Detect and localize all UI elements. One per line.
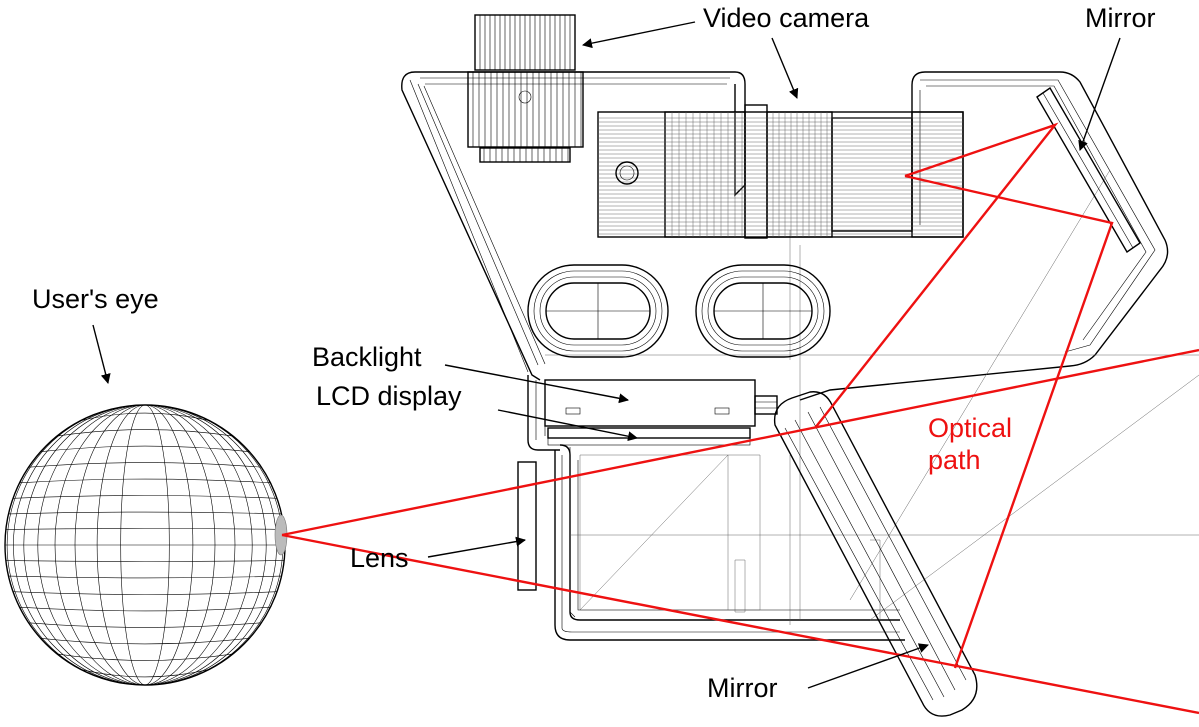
optical-path [281, 122, 1199, 715]
eye-latitude [40, 445, 250, 452]
label-backlight: Backlight [312, 342, 422, 372]
label-users-eye: User's eye [32, 284, 159, 314]
label-optical-path-line1: Optical [928, 413, 1012, 443]
eye-latitude [19, 606, 271, 612]
eye-latitude [8, 511, 282, 515]
oval-window-left [527, 264, 669, 358]
eye-latitude [80, 412, 210, 421]
lens-unit-top [467, 14, 584, 163]
lcd-display-panel [547, 427, 751, 446]
eye-latitude [28, 462, 262, 468]
arrow-video-camera-body [771, 37, 799, 99]
eye-latitude [5, 528, 285, 530]
arrow-lcd-display [497, 409, 638, 442]
optical-ray [281, 348, 1199, 537]
oval-window-right [695, 264, 831, 358]
label-arrows [92, 21, 1121, 689]
mirror-top-plate [1036, 86, 1141, 254]
arrow-backlight [444, 364, 629, 404]
video-camera-body [597, 104, 964, 239]
label-mirror-top: Mirror [1085, 3, 1155, 33]
eyeball [4, 404, 288, 686]
eye-latitude [12, 591, 278, 595]
eye-latitude [12, 495, 278, 499]
eye-latitude [40, 638, 250, 645]
eye-latitude [8, 575, 282, 579]
housing-frame [401, 71, 1199, 641]
arrow-mirror-bottom [807, 643, 929, 689]
optical-ray [281, 533, 1199, 715]
label-video-camera: Video camera [703, 3, 870, 33]
optical-ray [904, 174, 1114, 669]
arrow-mirror-top [1078, 37, 1121, 151]
label-optical-path-line2: path [928, 445, 981, 475]
arrow-users-eye [92, 324, 111, 384]
backlight-panel [544, 379, 778, 427]
arrow-video-camera-lens [582, 21, 696, 49]
label-lcd-display: LCD display [316, 381, 462, 411]
label-mirror-bottom: Mirror [707, 673, 777, 703]
arrow-lens [427, 536, 526, 558]
eye-latitude [56, 429, 234, 437]
eye-latitude [5, 560, 285, 562]
eye-latitude [80, 669, 210, 678]
eye-latitude [28, 622, 262, 628]
lens [517, 461, 537, 591]
eye-latitude [19, 478, 271, 484]
label-lens: Lens [350, 543, 409, 573]
optical-ray [814, 122, 1059, 429]
eye-latitude [56, 653, 234, 661]
